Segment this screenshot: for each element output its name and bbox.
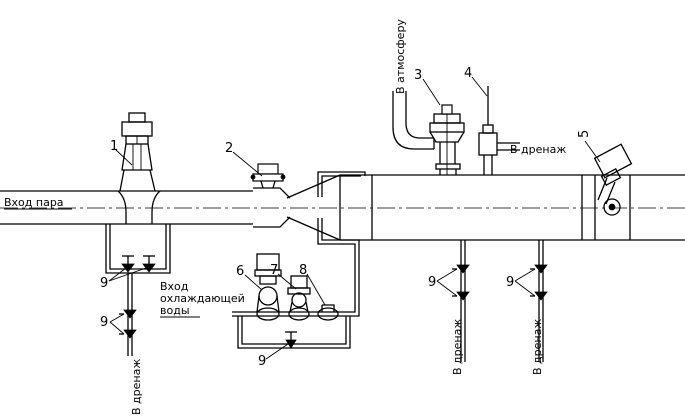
main-pipeline [0,174,685,241]
left-drain-lines [105,224,171,356]
valve-1 [119,112,156,192]
drain-label-right: В дренаж [531,319,544,375]
cooling-water-label-1: Вход [160,280,189,293]
actuator-5 [593,143,633,216]
position-number-9-left-bottom: 9 [100,315,108,330]
position-number-7: 7 [270,263,278,278]
vent-pipe-3 [392,91,465,175]
position-number-2: 2 [225,141,233,156]
drain-device-4 [478,86,520,175]
position-number-5: 5 [577,130,592,138]
drain-label-mid: В дренаж [451,319,464,375]
drain-label-left: В дренаж [130,359,143,415]
atmosphere-label: В атмосферу [394,19,407,94]
cooling-water-branch [232,253,351,349]
position-number-4: 4 [464,66,472,81]
drain-label-top: В дренаж [510,143,566,156]
position-number-1: 1 [110,139,118,154]
position-number-9-left-top: 9 [100,276,108,291]
position-number-6: 6 [236,264,244,279]
leader-lines [108,76,601,360]
cooling-water-label-2: охлаждающей [160,292,245,305]
cooling-water-loop [317,171,366,317]
steam-inlet-label: Вход пара [4,196,64,209]
position-number-9-bypass: 9 [258,354,266,369]
cooling-water-label-3: воды [160,304,190,317]
position-number-8: 8 [299,263,307,278]
position-number-9-right: 9 [506,275,514,290]
position-number-3: 3 [414,68,422,83]
right-drain-lines [452,240,548,362]
valve-2 [250,163,286,189]
position-number-9-mid: 9 [428,275,436,290]
